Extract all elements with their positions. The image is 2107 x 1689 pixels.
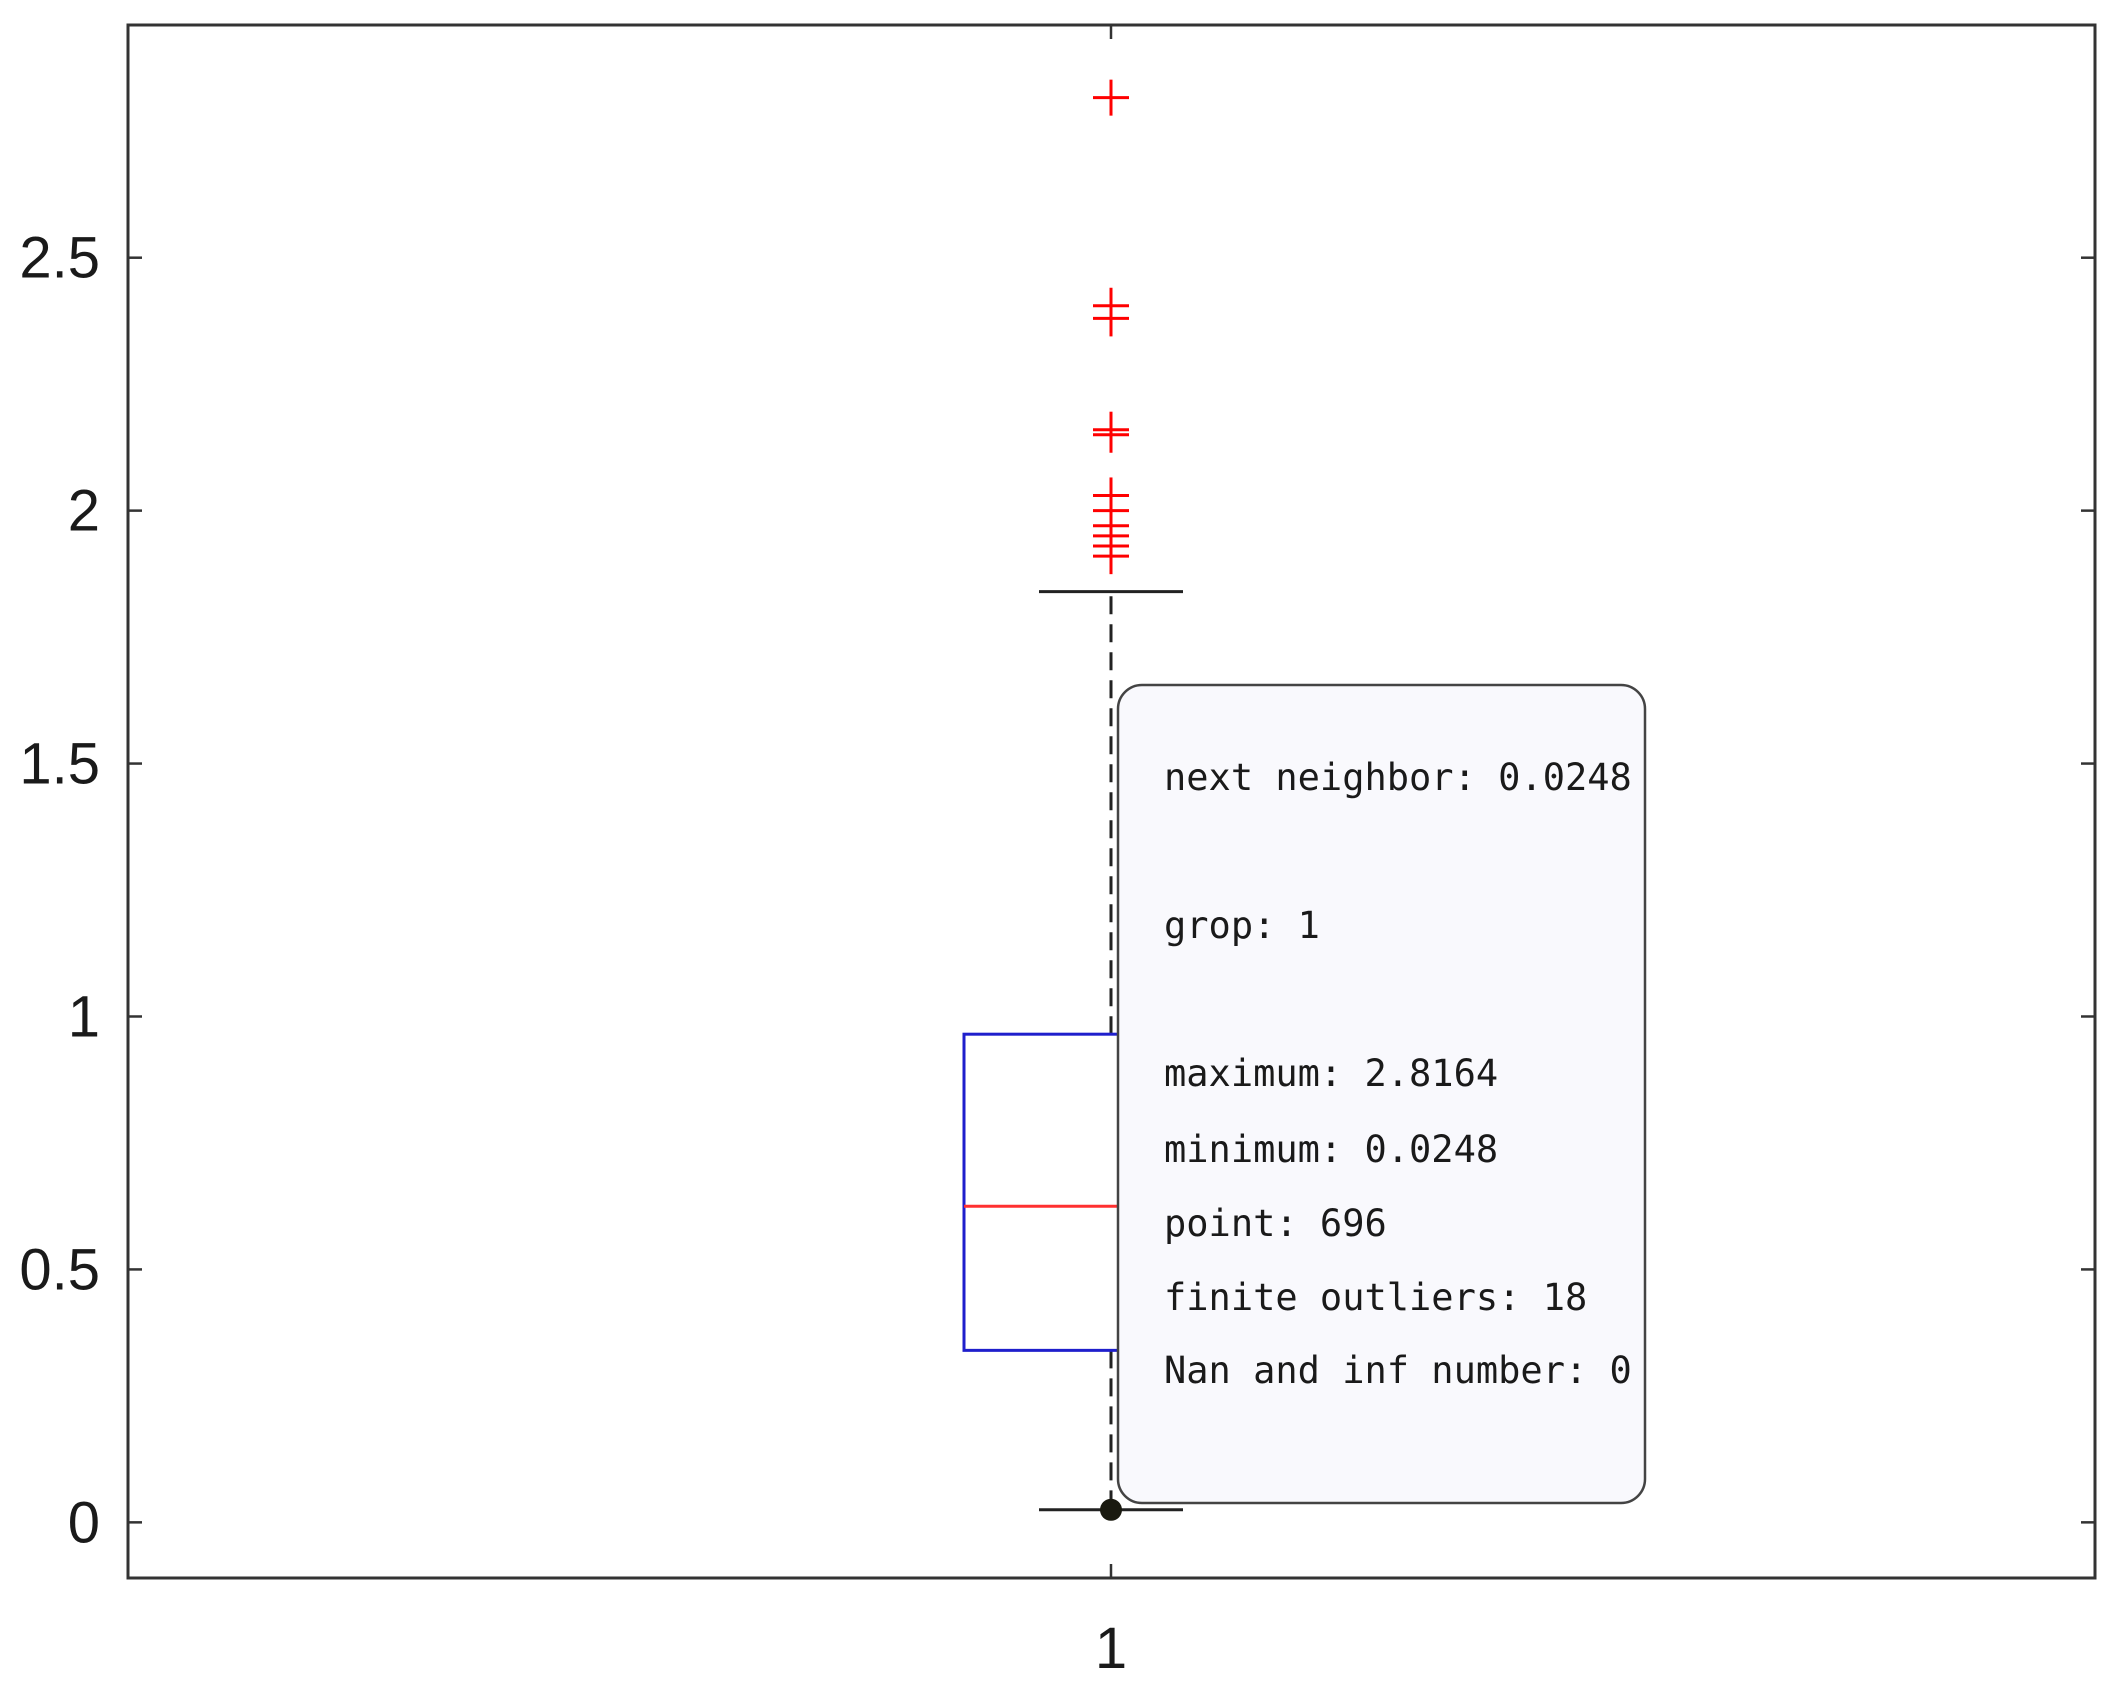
box-group[interactable] <box>962 590 1260 1512</box>
outliers <box>1093 79 1129 575</box>
y-tick-label: 0 <box>68 1490 100 1555</box>
datatip-line: grop: 1 <box>1164 904 1320 947</box>
datatip-line: maximum: 2.8164 <box>1164 1052 1498 1095</box>
y-tick-label: 1 <box>68 984 100 1049</box>
datatip[interactable]: next neighbor: 0.0248 grop: 1 maximum: 2.8… <box>1100 683 1647 1521</box>
y-tick-label: 0.5 <box>19 1237 100 1302</box>
y-tick-label: 2.5 <box>19 226 100 291</box>
outlier-marker[interactable] <box>1093 416 1129 453</box>
outlier-marker[interactable] <box>1093 538 1129 575</box>
selected-point-marker[interactable] <box>1100 1498 1122 1521</box>
datatip-line: minimum: 0.0248 <box>1164 1128 1498 1171</box>
axis-ticks: 0 0.5 1 1.5 2 2.5 1 <box>19 25 2095 1681</box>
datatip-line: point: 696 <box>1164 1202 1387 1245</box>
datatip-box[interactable] <box>1116 683 1647 1505</box>
x-tick-label: 1 <box>1095 1616 1127 1681</box>
y-tick-label: 1.5 <box>19 732 100 797</box>
outlier-marker[interactable] <box>1093 300 1129 337</box>
y-tick-label: 2 <box>68 479 100 544</box>
outlier-marker[interactable] <box>1093 79 1129 116</box>
datatip-line: finite outliers: 18 <box>1164 1276 1587 1319</box>
datatip-line: Nan and inf number: 0 <box>1164 1349 1632 1392</box>
datatip-line: next neighbor: 0.0248 <box>1164 756 1632 799</box>
